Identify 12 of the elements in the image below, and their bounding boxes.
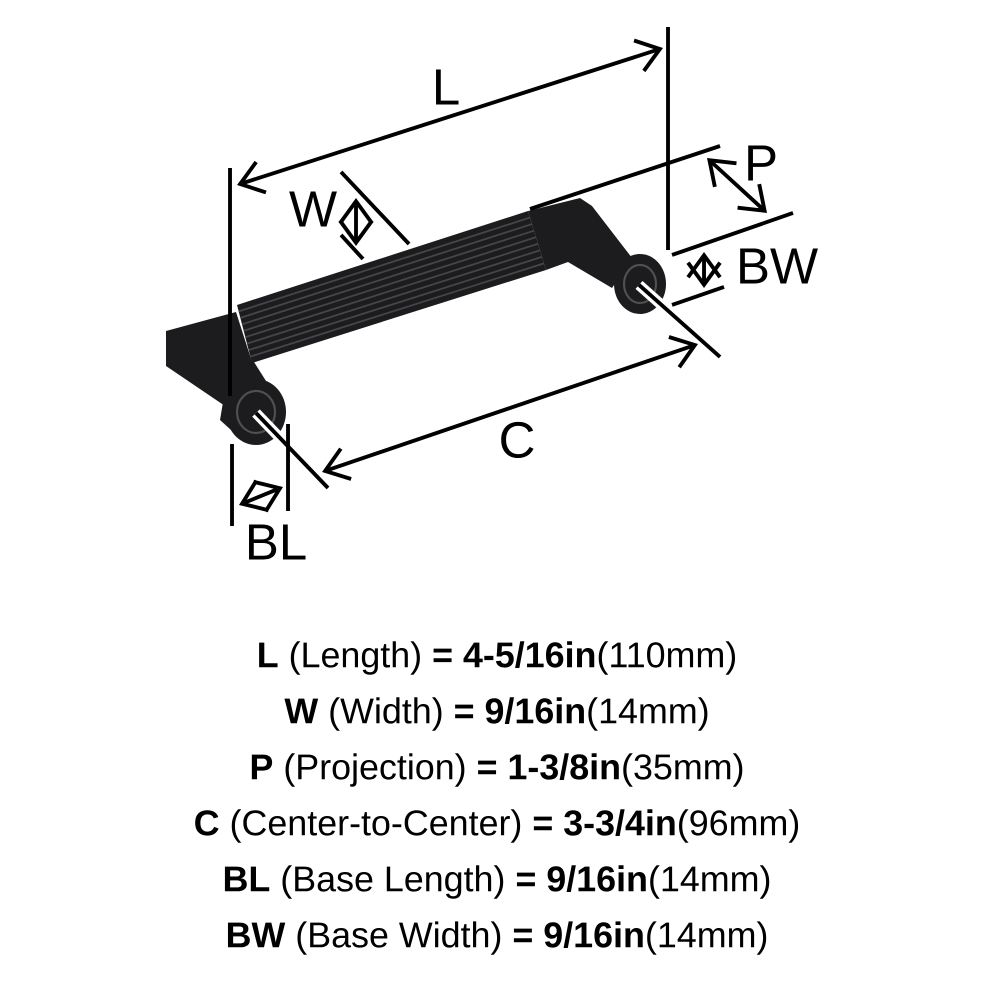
specification-line: P (Projection) = 1-3/8in(35mm) (252, 753, 742, 787)
specification-line: BL (Base Length) = 9/16in(14mm) (224, 865, 770, 899)
specification-line: W (Width) = 9/16in(14mm) (284, 697, 708, 731)
dimension-label: BL (249, 524, 306, 560)
dimension-label: C (501, 422, 534, 458)
dimension-label: L (436, 69, 459, 104)
specification-line: C (Center-to-Center) = 3-3/4in(96mm) (195, 809, 798, 843)
dimension-label: P (748, 145, 776, 180)
specification-line: BW (Base Width) = 9/16in(14mm) (228, 921, 766, 955)
dimension-label: BW (740, 248, 818, 284)
dimension-label: W (289, 191, 337, 226)
specification-line: L (Length) = 4-5/16in(110mm) (259, 641, 736, 675)
